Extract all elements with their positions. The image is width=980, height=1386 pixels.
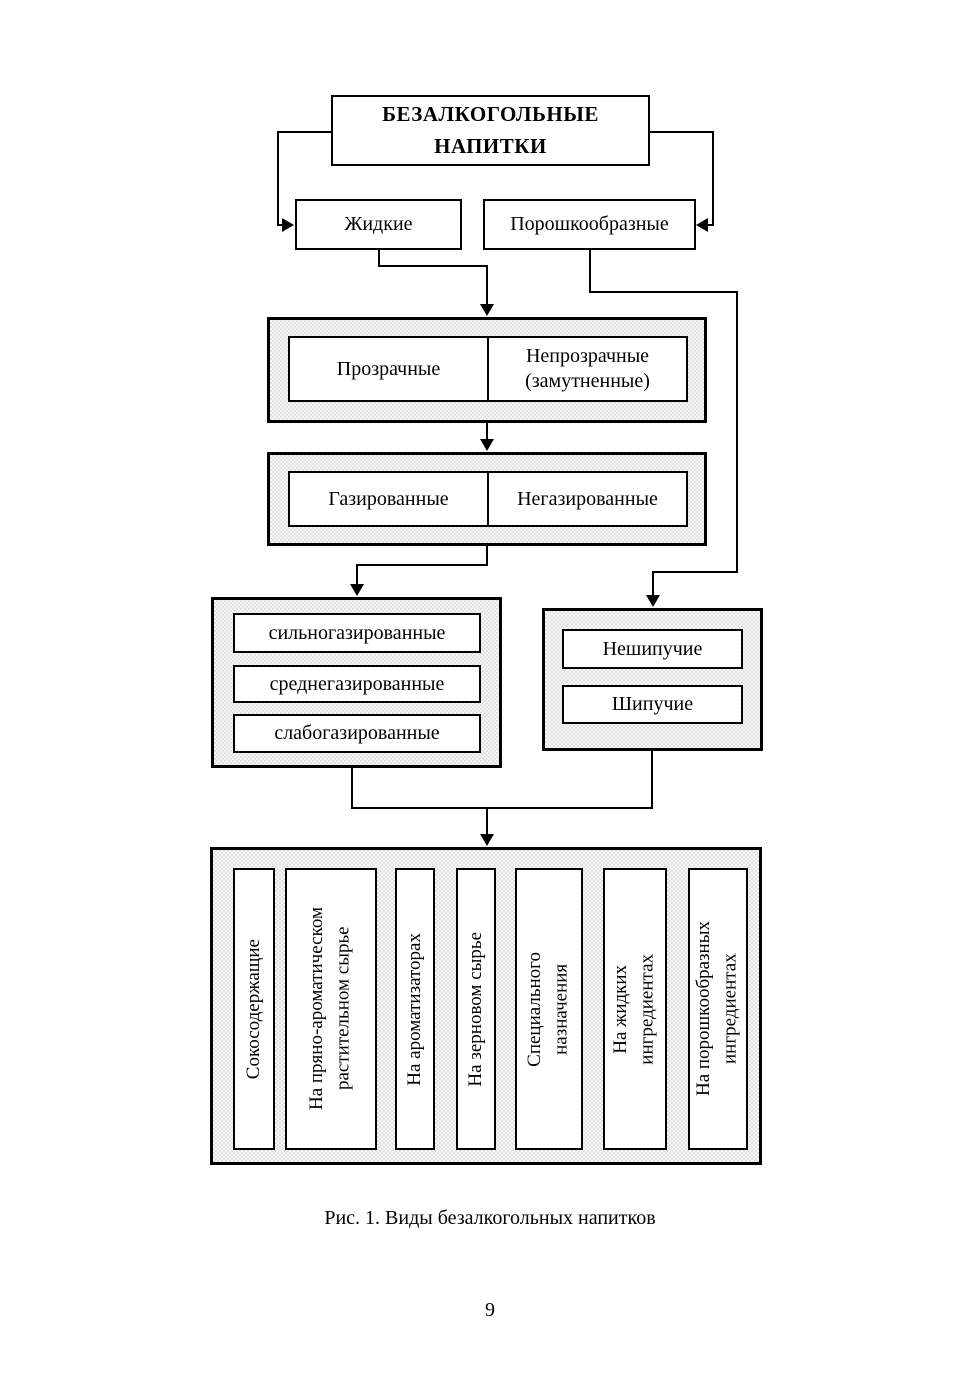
node-liquid: Жидкие (295, 199, 462, 250)
node-on-grain-raw-label: На зерновом сырье (464, 931, 486, 1087)
node-juice-containing-label: Сокосодержащие (242, 938, 264, 1080)
node-on-liquid-ingredients-label: На жидких ингредиентах (610, 953, 658, 1065)
node-lightly-carbonated: слабогазированные (233, 714, 481, 753)
node-carbonated: Газированные (328, 487, 449, 510)
node-root-beverages: БЕЗАЛКОГОЛЬНЫЕ НАПИТКИ (331, 95, 650, 166)
node-on-liquid-ingredients: На жидких ингредиентах (603, 868, 667, 1150)
arrowhead-into-carbonation (480, 439, 494, 451)
node-on-grain-raw: На зерновом сырье (456, 868, 496, 1150)
node-strongly-carbonated: сильногазированные (233, 613, 481, 653)
arrowhead-into-clarity (480, 304, 494, 316)
arrowhead-into-ingredients (480, 834, 494, 846)
connector-carbonation-to-levels (356, 546, 488, 585)
node-sparkling: Шипучие (562, 685, 743, 724)
node-transparent: Прозрачные (336, 357, 441, 380)
node-on-powder-ingredients-label: На порошкообразных ингредиентах (693, 921, 741, 1097)
node-non-sparkling: Нешипучие (562, 629, 743, 669)
arrowhead-into-levels (350, 584, 364, 596)
node-carbonation-group: Газированные Негазированные (288, 471, 688, 527)
arrowhead-into-powder (696, 218, 708, 232)
connector-liquid-to-clarity (378, 250, 488, 305)
node-spicy-aromatic-plant-raw-label: На пряно-ароматическом растительном сырь… (306, 907, 354, 1111)
node-spicy-aromatic-plant-raw: На пряно-ароматическом растительном сырь… (285, 868, 377, 1150)
node-non-carbonated: Негазированные (487, 473, 686, 525)
node-special-purpose: Специального назначения (515, 868, 583, 1150)
node-juice-containing: Сокосодержащие (233, 868, 275, 1150)
node-medium-carbonated: среднегазированные (233, 665, 481, 703)
node-on-powder-ingredients: На порошкообразных ингредиентах (688, 868, 748, 1150)
page-number: 9 (485, 1299, 495, 1321)
arrowhead-into-liquid (282, 218, 294, 232)
node-clarity-group: Прозрачные Непрозрачные (замутненные) (288, 336, 688, 402)
node-special-purpose-label: Специального назначения (524, 951, 572, 1067)
figure-caption: Рис. 1. Виды безалкогольных напитков (324, 1207, 656, 1229)
node-powder: Порошкообразные (483, 199, 696, 250)
node-on-flavorings-label: На ароматизаторах (403, 932, 425, 1086)
arrowhead-into-effervescence (646, 595, 660, 607)
node-on-flavorings: На ароматизаторах (395, 868, 435, 1150)
node-opaque: Непрозрачные (замутненные) (487, 338, 686, 400)
